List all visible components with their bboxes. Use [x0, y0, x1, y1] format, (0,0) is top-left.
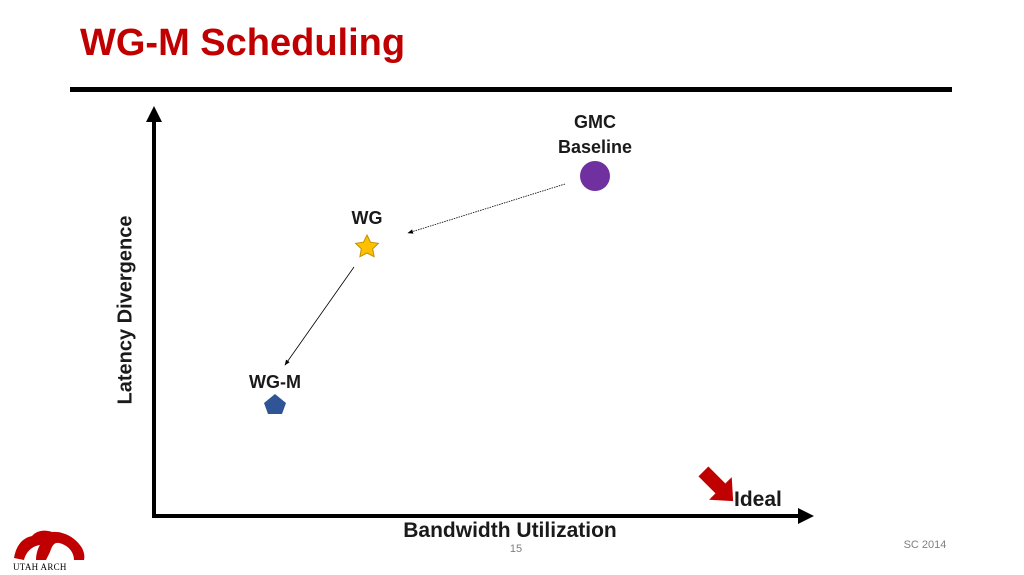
arrow-gmc-to-wg [407, 183, 566, 234]
axes [146, 106, 814, 524]
ideal-arrow-icon [698, 466, 734, 502]
gmc-baseline-marker [580, 161, 610, 191]
logo-text: UTAH ARCH [13, 562, 67, 572]
gmc-label-line2: Baseline [557, 137, 633, 157]
slide-title: WG-M Scheduling [80, 22, 406, 64]
gmc-label-line1: GMC [574, 112, 616, 132]
conference-footer: SC 2014 [903, 539, 947, 551]
wgm-label: WG-M [249, 372, 301, 392]
arch-icon [14, 530, 85, 560]
utah-arch-logo: UTAH ARCH [10, 528, 88, 574]
title-rule [70, 87, 952, 92]
x-axis-arrowhead [798, 508, 814, 524]
x-axis-label: Bandwidth Utilization [403, 519, 617, 542]
wg-star-marker [354, 233, 380, 258]
wgm-pentagon-marker [264, 394, 286, 414]
arrow-wg-to-wgm [284, 266, 355, 366]
gmc-baseline-label: GMC Baseline [540, 110, 650, 160]
y-axis-label: Latency Divergence [114, 215, 137, 405]
ideal-label: Ideal [734, 488, 782, 511]
y-axis-arrowhead [146, 106, 162, 122]
page-number: 15 [509, 543, 523, 555]
wg-label: WG [351, 208, 383, 228]
